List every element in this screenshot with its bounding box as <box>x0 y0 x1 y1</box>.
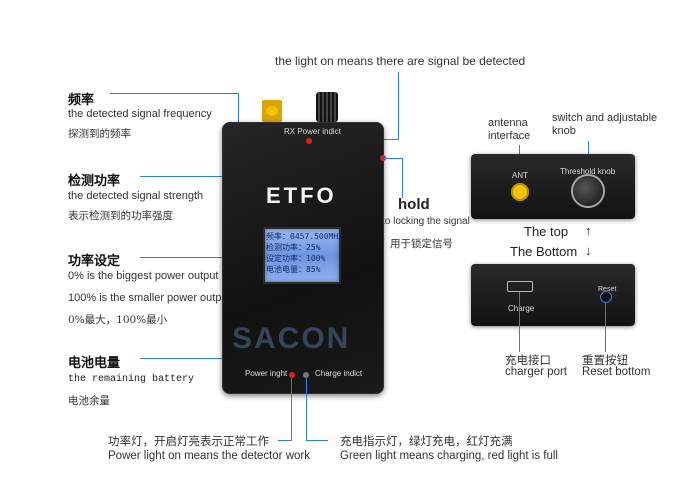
charge-port-label: Charge <box>508 304 535 313</box>
power-light-en: Power light on means the detector work <box>108 450 310 462</box>
reset-button[interactable] <box>600 291 612 303</box>
leader-line <box>278 440 292 441</box>
battery-cn: 电池电量 <box>68 355 121 370</box>
leader-line <box>140 358 236 359</box>
frequency-cn2: 探测到的频率 <box>68 128 131 140</box>
charge-light-en: Green light means charging, red light is… <box>340 450 558 462</box>
reset-cn: 重置按钮 <box>582 355 628 367</box>
leader-line <box>110 93 239 94</box>
leader-line <box>306 378 307 440</box>
charger-port-cn: 充电接口 <box>505 355 551 367</box>
battery-cn2: 电池余量 <box>68 395 110 407</box>
charger-port[interactable] <box>507 281 533 292</box>
antenna-port[interactable] <box>511 183 529 201</box>
leader-line <box>398 72 399 140</box>
leader-line <box>291 378 292 440</box>
hold-en: to locking the signal <box>382 216 470 227</box>
charger-port-en: charger port <box>505 366 568 378</box>
lcd-frequency: 频率：0457.500MHz <box>266 232 343 241</box>
ant-label: ANT <box>512 171 528 180</box>
top-panel <box>471 154 635 219</box>
the-top-label: The top <box>524 224 569 239</box>
leader-line <box>402 158 403 198</box>
frequency-cn: 频率 <box>68 92 95 107</box>
antenna-interface-label: antenna interface <box>488 117 531 142</box>
leader-line <box>519 292 520 352</box>
reset-en: Reset bottom <box>582 366 651 378</box>
power-detect-cn: 检测功率 <box>68 173 121 188</box>
power-led <box>289 372 295 378</box>
brand-logo: ETFO <box>266 183 337 208</box>
hold-cn: 用于锁定信号 <box>390 238 453 250</box>
power-set-en2: 100% is the smaller power output <box>68 292 231 304</box>
leader-line <box>605 303 606 352</box>
power-set-cn2: 0%最大，100%最小 <box>68 314 168 326</box>
reset-panel-label: Reset <box>598 286 617 293</box>
power-detect-en: the detected signal strength <box>68 190 204 202</box>
signal-light-note: the light on means there are signal be d… <box>275 54 526 68</box>
power-detect-cn2: 表示检测到的功率强度 <box>68 210 173 222</box>
watermark: SACON <box>232 322 351 355</box>
switch-knob-label: switch and adjustable knob <box>552 112 658 137</box>
lcd-battery: 电池电量：85% <box>266 265 321 274</box>
leader-line <box>140 176 228 177</box>
charge-led <box>303 372 309 378</box>
lcd-screen <box>263 227 341 284</box>
leader-line <box>383 158 403 159</box>
frequency-en: the detected signal frequency <box>68 108 212 120</box>
charge-light-label: Charge indict <box>315 369 363 378</box>
lcd-detect-power: 检测功率：25% <box>266 243 321 252</box>
battery-en: the remaining battery <box>68 374 195 385</box>
power-light-cn: 功率灯，开启灯亮表示正常工作 <box>108 436 269 448</box>
hold-title: hold <box>398 196 430 213</box>
charge-light-cn: 充电指示灯，绿灯充电，红灯充满 <box>340 436 513 448</box>
leader-line <box>306 440 328 441</box>
up-arrow-icon: ↑ <box>585 223 592 238</box>
power-set-cn: 功率设定 <box>68 253 121 268</box>
power-set-en1: 0% is the biggest power output <box>68 270 219 282</box>
sma-connector-center <box>266 106 278 116</box>
lcd-set-power: 设定功率：100% <box>266 254 326 263</box>
threshold-knob-top[interactable] <box>316 92 338 122</box>
rx-led <box>306 138 312 144</box>
leader-line <box>140 257 266 258</box>
power-light-label: Power inght <box>245 369 288 378</box>
down-arrow-icon: ↓ <box>585 243 592 258</box>
rx-power-label: RX Power indict <box>284 127 341 136</box>
threshold-knob[interactable] <box>573 176 603 206</box>
knob-label: Threshold knob <box>560 167 616 176</box>
the-bottom-label: The Bottom <box>510 244 578 259</box>
